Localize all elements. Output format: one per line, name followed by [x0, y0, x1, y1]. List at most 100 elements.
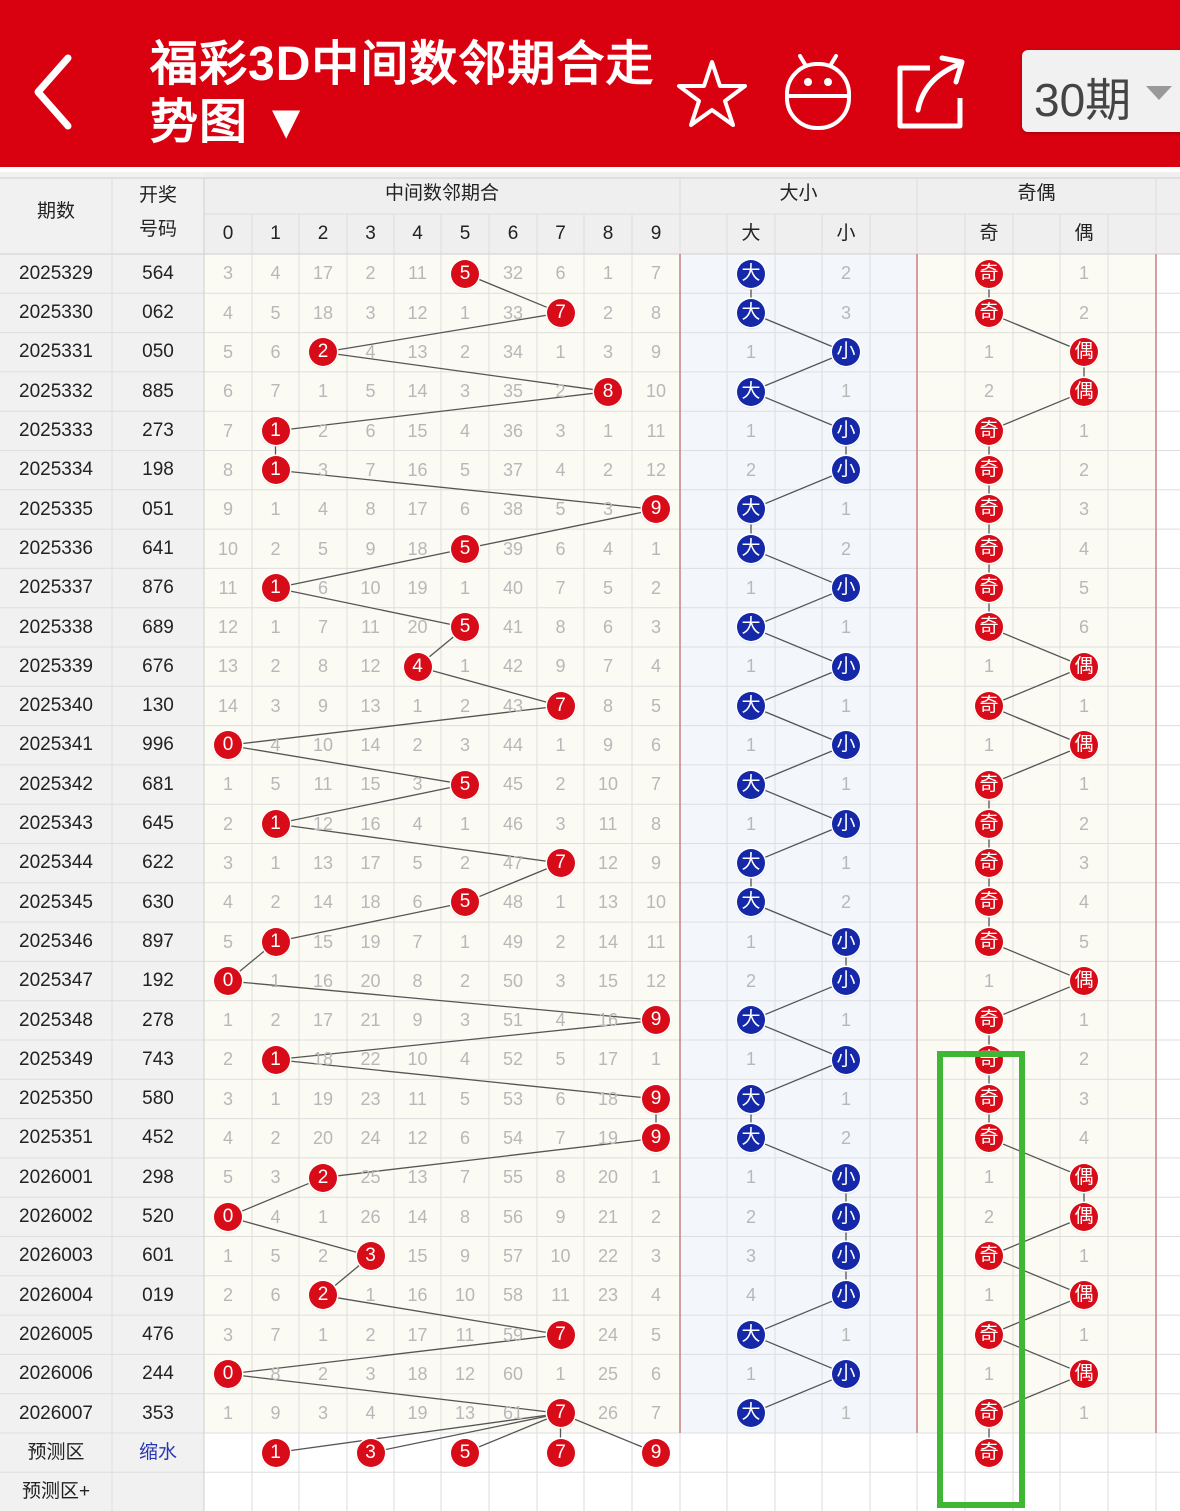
- miss-count-8: 1: [602, 263, 613, 284]
- miss-count-7: 3: [555, 420, 566, 441]
- hit-ball-5: 5: [451, 259, 479, 288]
- miss-count-5: 10: [454, 1285, 476, 1306]
- odd-ball: 奇: [975, 927, 1003, 956]
- header-draw-number: 开奖: [138, 185, 177, 207]
- miss-count-6: 50: [502, 970, 524, 991]
- parity-miss-count: 5: [1078, 577, 1089, 598]
- miss-count-6: 38: [502, 499, 524, 520]
- small-ball: 小: [832, 1360, 860, 1389]
- size-miss-count: 1: [840, 1324, 851, 1345]
- size-miss-count: 1: [745, 656, 756, 677]
- size-trend-line: [750, 705, 847, 746]
- page-title[interactable]: 福彩3D中间数邻期合走势图 ▼: [150, 38, 655, 149]
- miss-count-5: 1: [459, 813, 470, 834]
- odd-ball: 奇: [975, 574, 1003, 603]
- parity-miss-count: 1: [1078, 1403, 1089, 1424]
- miss-count-4: 18: [407, 538, 428, 559]
- draw-number-cell: 244: [142, 1363, 174, 1385]
- parity-miss-count: 1: [1078, 1245, 1089, 1266]
- miss-count-0: 11: [218, 577, 238, 598]
- miss-count-4: 20: [407, 617, 428, 638]
- trend-grid: [0, 172, 1180, 1511]
- miss-count-4: 6: [412, 892, 423, 913]
- miss-count-4: 14: [407, 1206, 428, 1227]
- header-digit: 0: [222, 223, 234, 245]
- miss-count-8: 23: [597, 1285, 619, 1306]
- size-trend-line: [750, 469, 847, 511]
- size-miss-count: 1: [745, 342, 756, 363]
- miss-count-7: 11: [551, 1285, 570, 1306]
- parity-miss-count: 4: [1078, 892, 1089, 913]
- parity-trend-line: [988, 980, 1085, 1021]
- parity-miss-count: 3: [1078, 1088, 1089, 1109]
- miss-count-6: 37: [502, 459, 524, 480]
- miss-count-4: 2: [412, 735, 423, 756]
- chevron-left-icon[interactable]: [30, 52, 80, 132]
- star-icon[interactable]: [672, 48, 752, 138]
- left-column-background: [0, 172, 204, 1511]
- miss-count-8: 3: [602, 499, 613, 520]
- size-miss-count: 1: [840, 617, 851, 638]
- miss-count-1: 8: [270, 1363, 281, 1384]
- miss-count-8: 17: [597, 1049, 619, 1070]
- mid-trend-line: [275, 901, 466, 943]
- parity-trend-line: [988, 1334, 1085, 1375]
- hit-ball-9: 9: [642, 495, 670, 524]
- miss-count-5: 13: [454, 1403, 476, 1424]
- draw-number-cell: 641: [142, 537, 174, 559]
- parity-miss-count: 1: [1078, 263, 1089, 284]
- even-ball: 偶: [1070, 652, 1098, 681]
- big-ball: 大: [737, 1399, 765, 1428]
- miss-count-5: 8: [459, 1206, 470, 1227]
- miss-count-4: 13: [407, 1167, 428, 1188]
- share-icon[interactable]: [890, 48, 970, 138]
- miss-count-2: 7: [317, 617, 328, 638]
- hit-ball-3: 3: [356, 1242, 385, 1271]
- miss-count-4: 13: [407, 342, 428, 363]
- miss-count-2: 15: [312, 931, 334, 952]
- miss-count-7: 1: [555, 735, 566, 756]
- hit-ball-7: 7: [546, 1320, 575, 1349]
- big-ball: 大: [737, 1320, 765, 1349]
- miss-count-0: 6: [222, 381, 233, 402]
- miss-count-6: 34: [502, 342, 524, 363]
- robot-icon[interactable]: [778, 48, 858, 138]
- miss-count-2: 12: [312, 813, 334, 834]
- miss-count-6: 41: [502, 617, 524, 638]
- size-miss-count: 1: [745, 420, 756, 441]
- size-miss-count: 2: [840, 538, 851, 559]
- hit-ball-4: 4: [403, 652, 432, 681]
- miss-count-6: 59: [502, 1324, 524, 1345]
- odd-ball: 奇: [975, 259, 1003, 288]
- miss-count-3: 17: [360, 852, 381, 873]
- miss-count-2: 11: [313, 774, 333, 795]
- miss-count-0: 3: [222, 1324, 233, 1345]
- miss-count-8: 12: [597, 852, 619, 873]
- size-trend-line: [750, 587, 847, 628]
- miss-count-5: 1: [459, 577, 470, 598]
- miss-count-0: 10: [217, 538, 239, 559]
- size-miss-count: 3: [840, 302, 851, 323]
- size-miss-count: 1: [745, 931, 756, 952]
- hit-ball-1: 1: [261, 927, 290, 956]
- miss-count-9: 1: [650, 1167, 661, 1188]
- miss-count-4: 8: [412, 970, 423, 991]
- parity-miss-count: 2: [983, 1206, 994, 1227]
- header-size-group: 大小: [779, 183, 818, 205]
- miss-count-0: 5: [222, 342, 233, 363]
- miss-count-7: 8: [555, 617, 566, 638]
- big-ball: 大: [737, 1084, 765, 1113]
- miss-count-3: 23: [360, 1088, 381, 1109]
- miss-count-1: 3: [270, 695, 281, 716]
- mid-trend-line: [275, 783, 466, 825]
- miss-count-4: 11: [408, 1088, 427, 1109]
- size-miss-count: 2: [745, 1206, 756, 1227]
- period-cell: 2025348: [19, 1009, 93, 1031]
- prediction-tag-link[interactable]: 缩水: [138, 1441, 177, 1463]
- miss-count-7: 2: [555, 931, 566, 952]
- miss-count-8: 18: [597, 1088, 619, 1109]
- miss-count-7: 9: [555, 656, 566, 677]
- miss-count-4: 15: [407, 420, 428, 441]
- period-select[interactable]: 30期: [1022, 50, 1180, 132]
- draw-number-cell: 601: [142, 1245, 174, 1267]
